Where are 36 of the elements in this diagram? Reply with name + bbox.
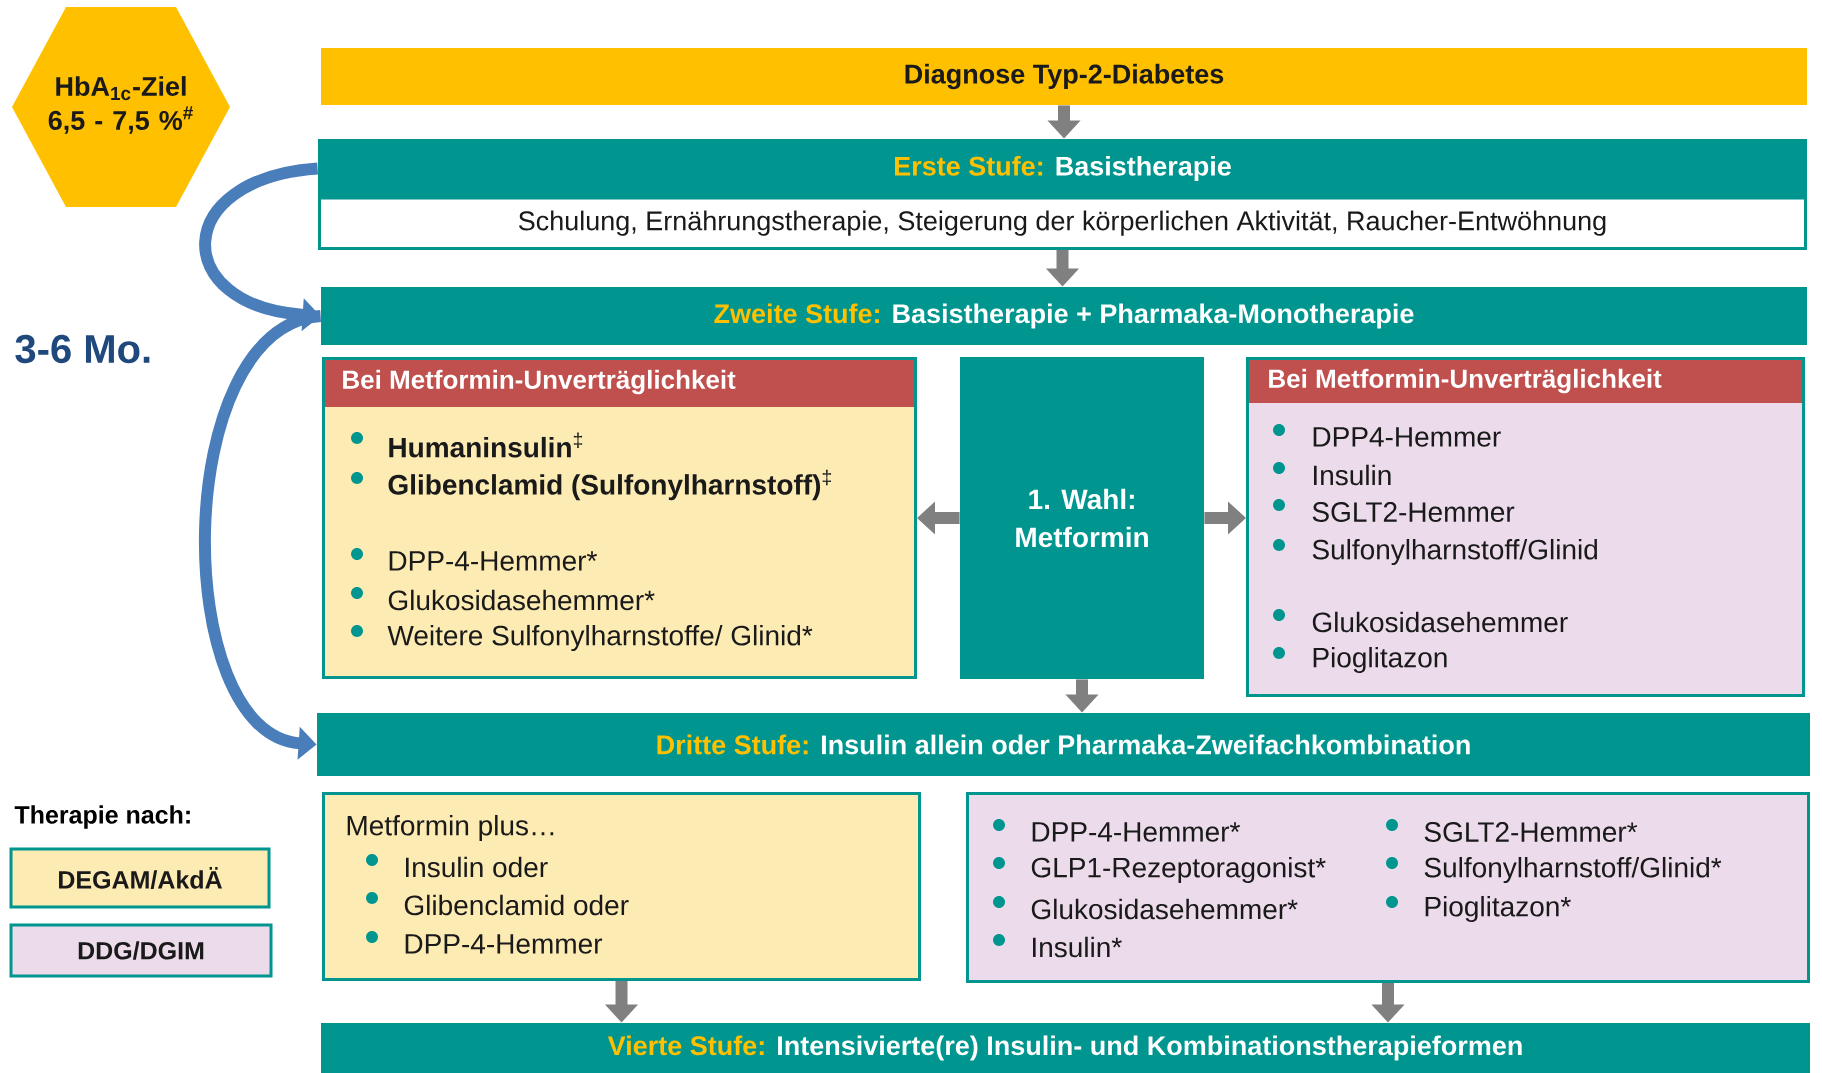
bullet-item: DPP-4-Hemmer* [351,548,597,571]
bullet-item: Insulin oder [366,854,548,878]
bullet-item: Glibenclamid (Sulfonylharnstoff)$^{‡}$ [351,469,831,501]
panel-heading: Bei Metformin-Unverträglichkeit [1269,368,1662,394]
bullet-item: Insulin [1273,462,1391,486]
bullet-item: Weitere Sulfonylharnstoffe/ Glinid* [351,624,813,652]
bullet-item: Glukosidasehemmer [1273,609,1568,633]
bullet-item: SGLT2-Hemmer [1273,499,1515,522]
legend-item: DDG/DGIM [9,923,273,978]
bullet-item: Glibenclamid oder [366,892,629,916]
bullet-item: Pioglitazon [1273,646,1447,674]
choice-box: 1. Wahl: Metformin [960,357,1204,679]
legend-title: Therapie nach: [14,805,190,829]
bullet-item: Glukosidasehemmer* [993,896,1298,920]
stage-header: Dritte Stufe: Insulin allein oder Pharmaka-Zweifachkombination [317,713,1810,776]
bullet-item: Pioglitazon* [1386,895,1571,923]
panel-heading: Bei Metformin-Unverträglichkeit [343,369,736,395]
stage-header: Vierte Stufe: Intensivierte(re) Insulin- und Kombinationstherapieformen [321,1023,1810,1073]
bullet-item: SGLT2-Hemmer* [1386,819,1638,842]
legend-item: DEGAM/AkdÄ [9,847,271,909]
title-bar: Diagnose Typ-2-Diabetes [321,48,1807,105]
text-box: Schulung, Ernährungstherapie, Steigerung der körperlichen Aktivität, Raucher-Entwöhnung [318,196,1807,250]
bullet-item: Insulin* [993,934,1122,958]
bullet-item: GLP1-Rezeptoragonist* [993,856,1326,884]
stage-header: Zweite Stufe: Basistherapie + Pharmaka-Monotherapie [321,287,1807,345]
bullet-item: Humaninsulin$^{‡}$ [351,432,583,458]
bullet-item: Sulfonylharnstoff/Glinid [1273,538,1597,566]
intro-text: Metformin plus… [347,814,554,842]
bullet-item: Glukosidasehemmer* [351,587,655,611]
bullet-item: DPP4-Hemmer [1273,424,1501,447]
stage-header: Erste Stufe: Basistherapie [318,139,1807,198]
bullet-item: DPP-4-Hemmer* [993,819,1240,842]
bullet-item: DPP-4-Hemmer [366,931,603,954]
bullet-item: Sulfonylharnstoff/Glinid* [1386,856,1722,884]
period-label: 3-6 Mo. [15,334,150,364]
hexagon: HbA$_{1c}$-Ziel 6,5 - 7,5 %$^{#}$ [12,7,230,207]
